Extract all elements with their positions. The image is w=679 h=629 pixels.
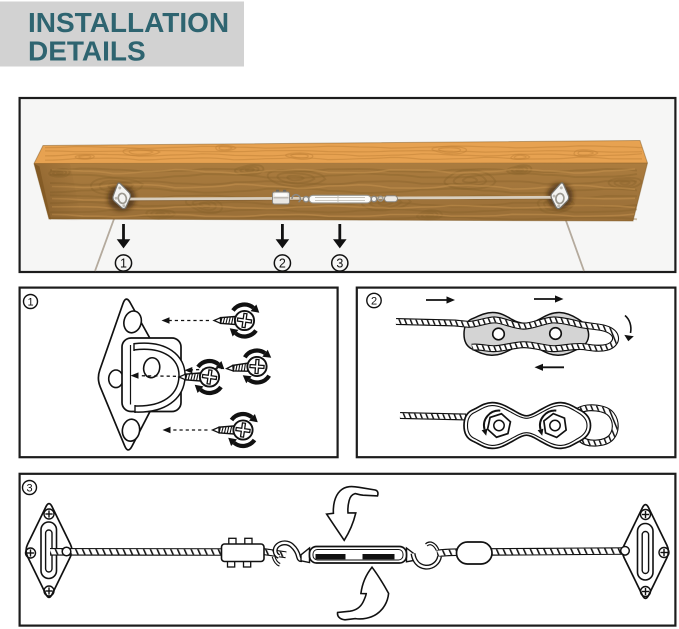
svg-text:1: 1 — [27, 297, 33, 309]
svg-text:DETAILS: DETAILS — [28, 36, 146, 67]
svg-text:3: 3 — [336, 256, 343, 270]
svg-text:3: 3 — [26, 483, 32, 495]
svg-text:1: 1 — [120, 256, 127, 270]
svg-text:2: 2 — [371, 296, 377, 308]
svg-text:2: 2 — [279, 256, 286, 270]
svg-text:INSTALLATION: INSTALLATION — [28, 7, 229, 38]
